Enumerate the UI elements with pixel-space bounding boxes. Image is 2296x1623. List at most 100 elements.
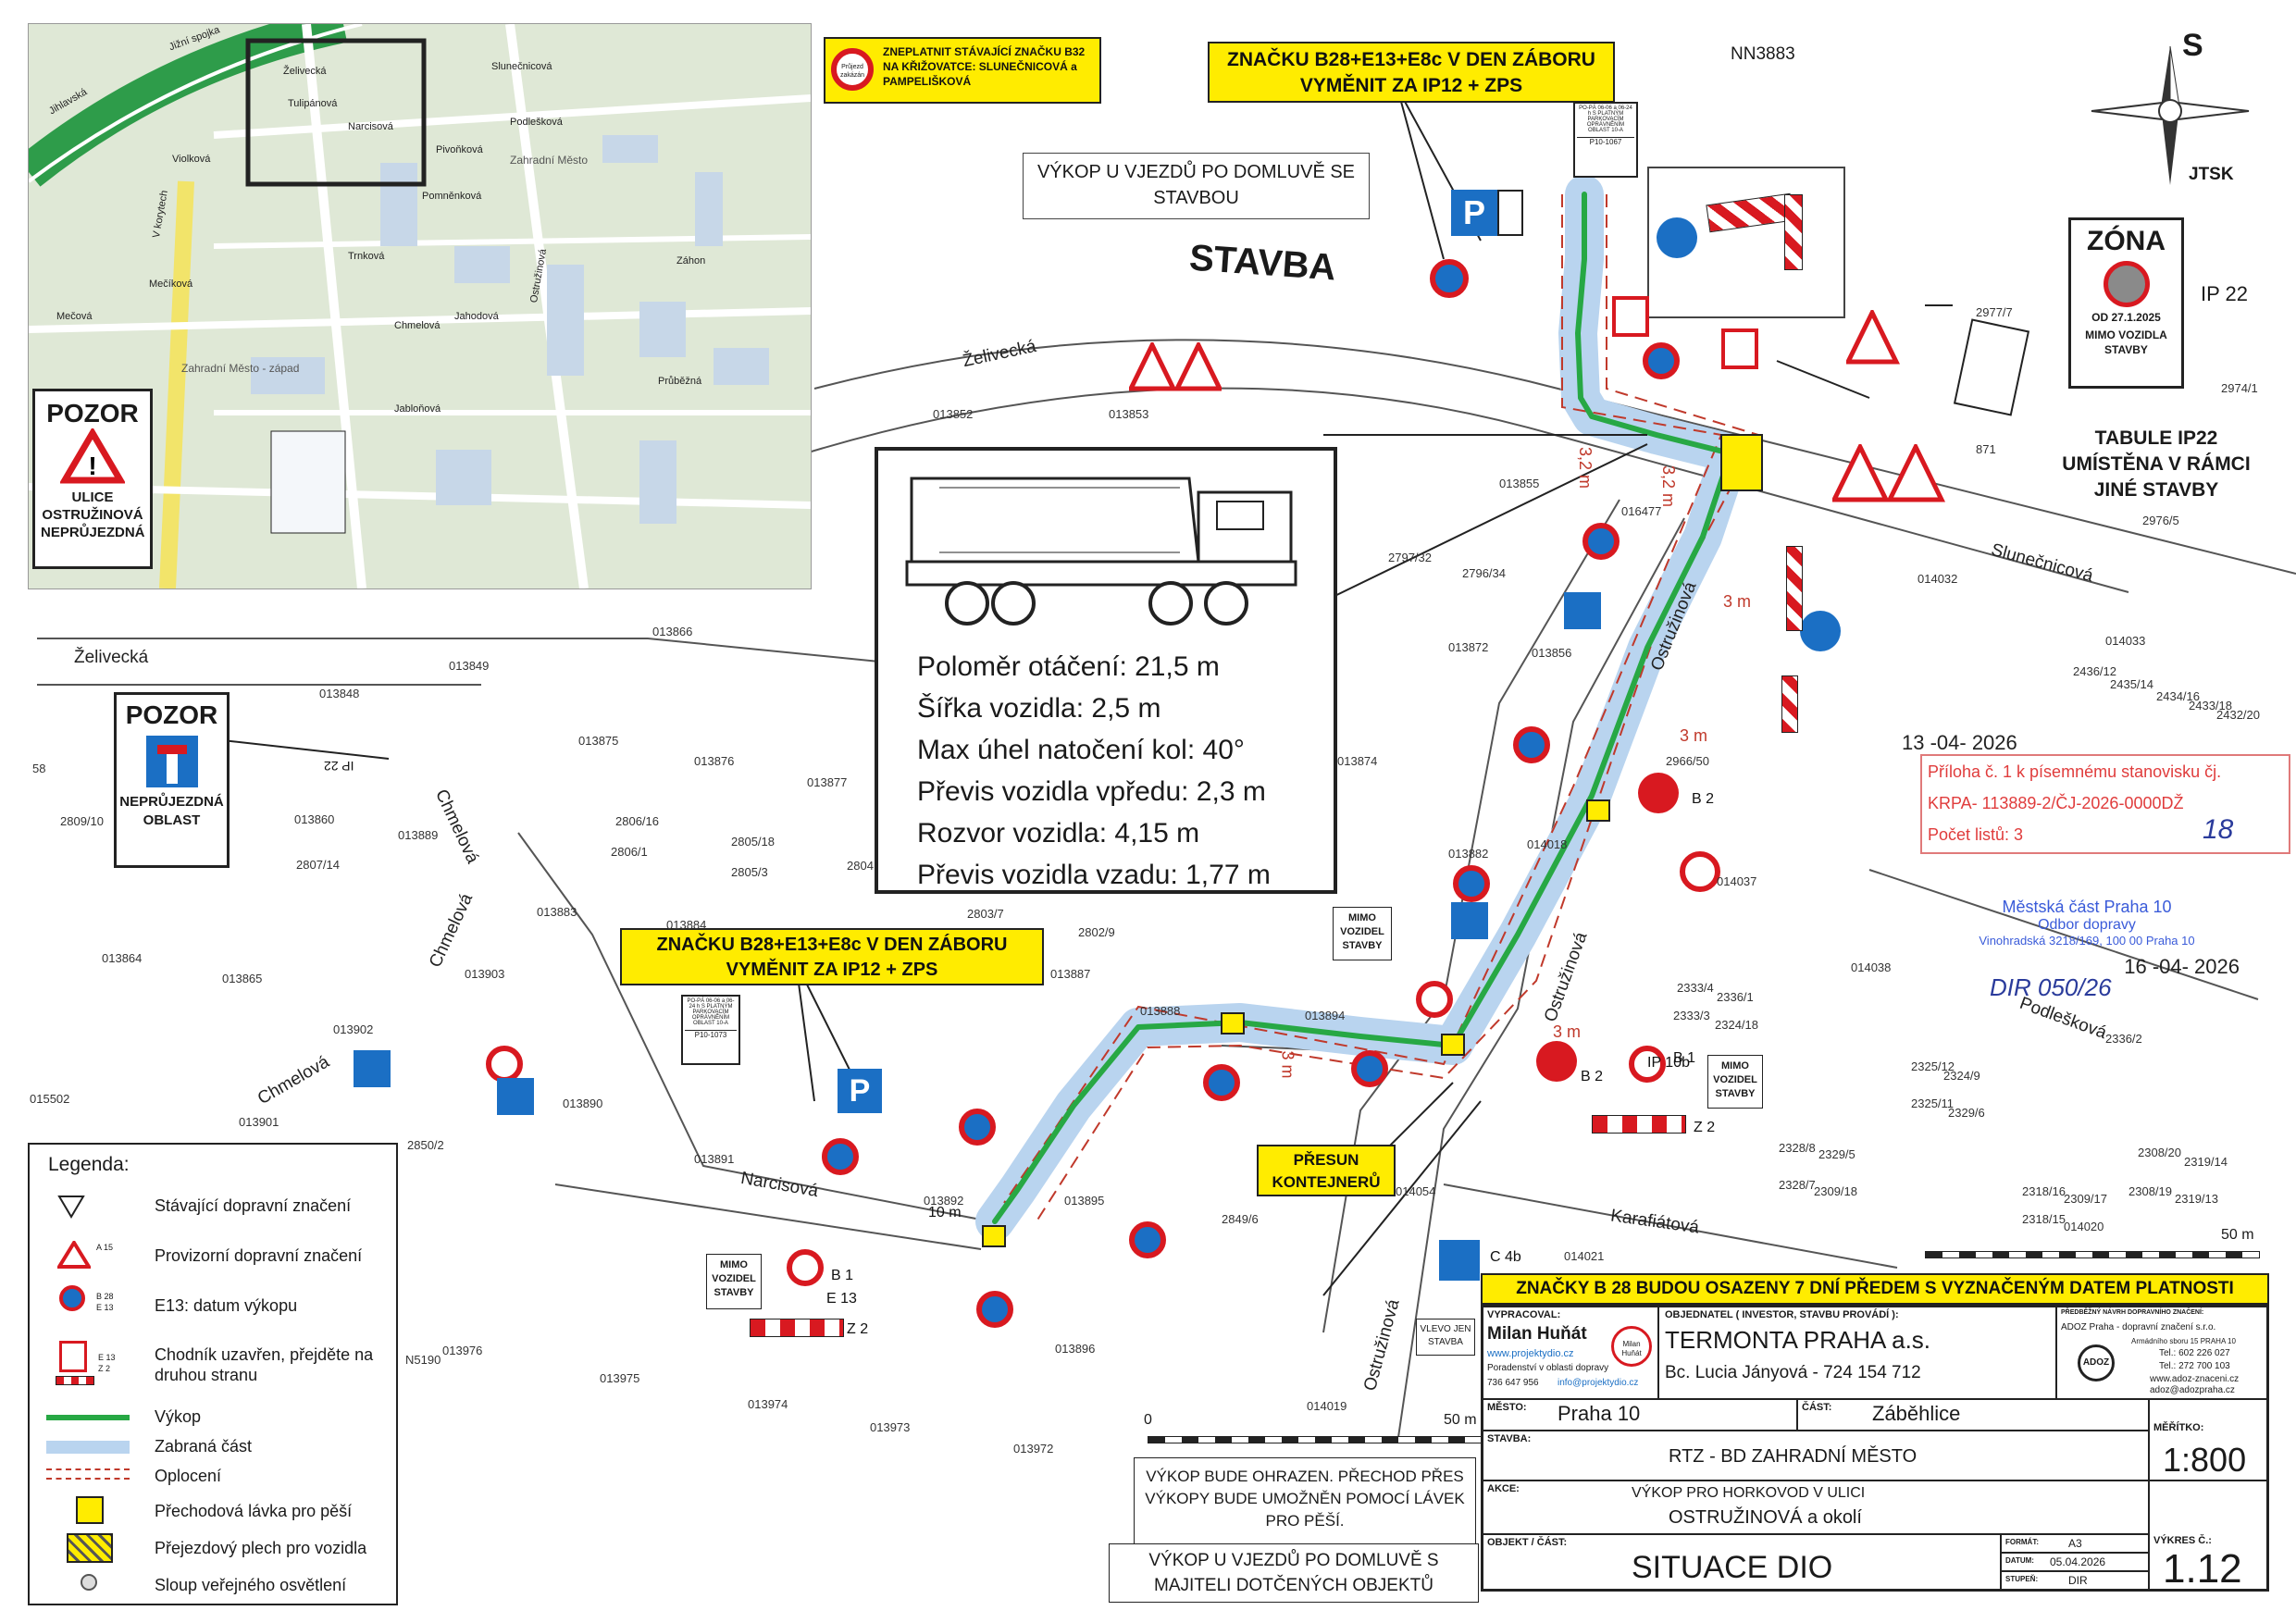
- tb-objednatel: OBJEDNATEL ( INVESTOR, STAVBU PROVÁDÍ ):…: [1658, 1307, 2056, 1399]
- b2-sign: [1638, 773, 1679, 813]
- legend-text: Stávající dopravní značení: [155, 1196, 352, 1215]
- scale-bar-left: 0 50 m: [1144, 1412, 1483, 1443]
- parcel-label: N5190: [405, 1353, 441, 1367]
- yellow-bridge-icon: [76, 1496, 104, 1524]
- b32-sign: Průjezd zakázán: [831, 48, 874, 91]
- zona-title: ZÓNA: [2087, 226, 2166, 256]
- parcel-label: 2797/32: [1388, 551, 1432, 564]
- sign-code: B 2: [1581, 1069, 1604, 1084]
- yellow-plate-icon: [67, 1533, 113, 1563]
- adoz-logo: ADOZ: [2078, 1344, 2115, 1381]
- scale-bar-right: 50 m: [1925, 1227, 2260, 1258]
- parcel-label: 2805/3: [731, 865, 768, 879]
- ip4b-sign-2: [1451, 902, 1488, 939]
- tb-stavba: STAVBA: RTZ - BD ZAHRADNÍ MĚSTO: [1483, 1431, 2149, 1481]
- tb-adoz-tel2: Tel.: 272 700 103: [2159, 1361, 2230, 1371]
- truck-spec-line: Rozvor vozidla: 4,15 m: [917, 818, 1200, 849]
- compass-rose-icon: [2091, 45, 2250, 185]
- sign-code: Z 2: [1694, 1120, 1716, 1135]
- legend-text: Chodník uzavřen, přejděte na druhou stra…: [155, 1345, 374, 1384]
- legend-text: Přejezdový plech pro vozidla: [155, 1539, 367, 1557]
- parcel-label: 2966/50: [1666, 754, 1709, 768]
- parcel-label: 2435/14: [2110, 677, 2153, 691]
- callout-top-yellow-text: ZNAČKU B28+E13+E8c V DEN ZÁBORU VYMĚNIT …: [1227, 49, 1595, 96]
- tb-key: OBJEKT / ČÁST:: [1487, 1537, 1568, 1548]
- parcel-label: 2432/20: [2216, 708, 2260, 722]
- inset-street: Zahradní Město: [510, 154, 589, 167]
- compass-letter: S: [2182, 28, 2203, 63]
- parcel-label: 013860: [294, 812, 335, 826]
- mimo-vozidel-text: MIMO VOZIDEL STAVBY: [1340, 912, 1384, 951]
- zps-sign-top: [1497, 190, 1523, 236]
- tb-key: PŘEDBĚŽNÝ NÁVRH DOPRAVNÍHO ZNAČENÍ:: [2061, 1309, 2204, 1316]
- z2-barrier: [1592, 1115, 1686, 1134]
- b28-sign-ostruzinova2: [1453, 865, 1490, 902]
- legend-title: Legenda:: [48, 1154, 130, 1175]
- parcel-label: 2324/9: [1943, 1069, 1980, 1083]
- inset-street: Narcisová: [348, 121, 393, 132]
- sign-code: B 1: [1673, 1050, 1696, 1066]
- parcel-label: 013877: [807, 775, 848, 789]
- dim-label: 3 m: [1278, 1050, 1297, 1079]
- b28-sign-low: [1129, 1221, 1166, 1258]
- parcel-label: 015502: [30, 1092, 70, 1106]
- z2-barrier-left: [750, 1319, 844, 1337]
- parcel-label: 2333/3: [1673, 1009, 1710, 1022]
- inset-street: Podlešková: [510, 117, 563, 128]
- parcel-label: 2324/18: [1715, 1018, 1758, 1032]
- sign-code: IP 22: [324, 759, 354, 774]
- compass-label: JTSK: [2189, 165, 2234, 184]
- parcel-label: 013865: [222, 972, 263, 985]
- ip12-sign-mid: P: [838, 1069, 882, 1113]
- legend-code: A 15: [96, 1243, 114, 1252]
- tb-objekt-val: SITUACE DIO: [1632, 1550, 1833, 1585]
- parcel-label: 2806/1: [611, 845, 648, 859]
- c4b-sign: [1657, 217, 1697, 258]
- parcel-label: 013866: [652, 625, 693, 638]
- tb-adoz-mail: adoz@adozpraha.cz: [2150, 1385, 2235, 1395]
- parcel-label: 2976/5: [2142, 514, 2179, 527]
- parcel-label: 013883: [537, 905, 577, 919]
- tb-key: FORMÁT:: [2005, 1538, 2039, 1546]
- dim-label: 3 m: [1553, 1022, 1582, 1041]
- projekty-logo: Milan Huňát: [1611, 1326, 1652, 1367]
- inset-street: Slunečnicová: [491, 61, 552, 72]
- a15-sign-right: [1846, 310, 1901, 365]
- tb-key: STAVBA:: [1487, 1433, 1532, 1444]
- ip12-plate-code: P10-1067: [1577, 137, 1634, 146]
- tb-key: MĚSTO:: [1487, 1402, 1527, 1413]
- parcel-label: 013894: [1305, 1009, 1346, 1022]
- parcel-label: 013892: [924, 1194, 964, 1208]
- approval-stamp-red: Příloha č. 1 k písemnému stanovisku čj. …: [1920, 754, 2290, 854]
- legend-text: Provizorní dopravní značení: [155, 1246, 363, 1265]
- stamp-line: Počet listů: 3: [1928, 825, 2024, 844]
- parcel-label: 2434/16: [2156, 689, 2200, 703]
- parcel-label: 013975: [600, 1371, 640, 1385]
- truck-specs: Poloměr otáčení: 21,5 m Šířka vozidla: 2…: [878, 646, 1334, 896]
- tb-adoz-addr: Armádního sboru 15 PRAHA 10: [2131, 1337, 2236, 1345]
- parcel-label: 2318/15: [2022, 1212, 2066, 1226]
- parcel-label: 013901: [239, 1115, 279, 1129]
- title-block: VYPRACOVAL: Milan Huňát www.projektydio.…: [1481, 1305, 2269, 1592]
- dead-end-icon: [145, 736, 198, 787]
- triangle-outline-icon: [57, 1196, 85, 1219]
- tb-adoz-name: ADOZ Praha - dopravní značení s.r.o.: [2061, 1322, 2216, 1332]
- tb-akce-val: OSTRUŽINOVÁ a okolí: [1669, 1507, 1862, 1528]
- inset-street: Pomněnková: [422, 191, 482, 202]
- bottom-note-2-text: VÝKOP U VJEZDŮ PO DOMLUVĚ S MAJITELI DOT…: [1148, 1551, 1439, 1595]
- tb-key: MĚŘÍTKO:: [2153, 1422, 2204, 1433]
- stamp-blue-line: Městská část Praha 10: [2002, 898, 2172, 916]
- stamp-blue-line: Odbor dopravy: [2038, 917, 2136, 933]
- legend-item: Zabraná část: [30, 1433, 400, 1461]
- stamp-line: KRPA- 113889-2/ČJ-2026-0000DŽ: [1928, 794, 2184, 812]
- presun-text: PŘESUN KONTEJNERŮ: [1272, 1151, 1381, 1191]
- legend-item: E 13 Z 2 Chodník uzavřen, přejděte na dr…: [30, 1339, 400, 1394]
- parcel-label: 871: [1976, 442, 1996, 456]
- compass: S JTSK: [2073, 19, 2267, 194]
- legend-item: A 15 Provizorní dopravní značení: [30, 1237, 400, 1274]
- truck-spec-line: Poloměr otáčení: 21,5 m: [917, 651, 1220, 682]
- callout-top-yellow: ZNAČKU B28+E13+E8c V DEN ZÁBORU VYMĚNIT …: [1208, 42, 1615, 103]
- stamp-blue-line: Vinohradská 3218/169, 100 00 Praha 10: [1979, 934, 2195, 948]
- b28-sign-right: [1643, 342, 1680, 379]
- parcel-label: 014033: [2105, 634, 2146, 648]
